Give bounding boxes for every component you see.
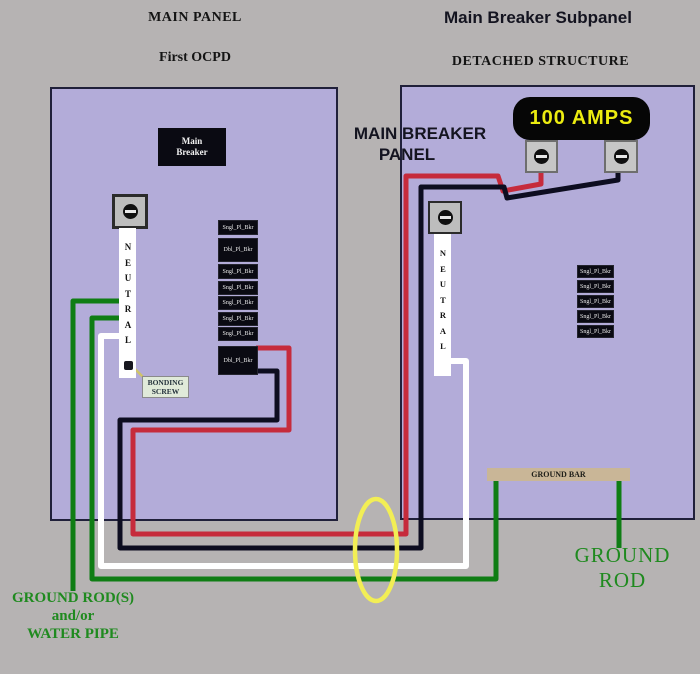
main-panel-neutral-bar [119,228,136,378]
main-panel-neutral-label: NEUTRAL [124,242,132,345]
ground-rods-label-line1: GROUND ROD(S) [11,590,135,606]
ground-bar: GROUND BAR [487,468,630,481]
screw-icon [613,149,629,164]
amps-rating-box: 100 AMPS [513,97,650,140]
screw-icon [122,204,138,219]
ground-wire-bonding [89,315,499,582]
breaker-slot: Sngl_Pl_Bkr [218,296,258,310]
screw-icon [437,210,453,225]
ground-rods-label-line3: WATER PIPE [27,626,119,642]
breaker-slot: Sngl_Pl_Bkr [577,310,614,323]
main-panel-lug [112,194,148,229]
feed-lug-black [604,140,638,173]
bonding-screw-label: BONDING SCREW [142,376,189,398]
breaker-slot: Sngl_Pl_Bkr [577,325,614,338]
ground-wire-rod-left [70,298,120,591]
subpanel-title: Main Breaker Subpanel [443,8,632,27]
main-breaker-box: Main Breaker [158,128,226,166]
breaker-slot: Sngl_Pl_Bkr [218,281,258,295]
breaker-slot: Sngl_Pl_Bkr [218,312,258,326]
subpanel-subtitle: DETACHED STRUCTURE [451,54,630,69]
highlight-ellipse [352,496,400,604]
breaker-slot: Dbl_Pl_Bkr [218,238,258,262]
breaker-slot: Sngl_Pl_Bkr [577,295,614,308]
breaker-slot: Sngl_Pl_Bkr [577,265,614,278]
subpanel-neutral-bar [434,234,451,376]
main-panel-subtitle: First OCPD [159,50,231,65]
subpanel-neutral-label: NEUTRAL [439,248,447,351]
ground-rod-label: GROUND ROD [574,543,671,592]
main-panel-title: MAIN PANEL [148,10,242,25]
feed-lug-red [525,140,558,173]
red-hot-wire [130,169,544,537]
screw-icon [534,149,549,164]
ground-rods-water-pipe-label: GROUND ROD(S) and/or WATER PIPE [0,589,146,643]
breaker-slot: Sngl_Pl_Bkr [218,264,258,279]
neutral-wire [98,333,469,569]
breaker-slot: Sngl_Pl_Bkr [218,327,258,341]
main-breaker-panel-label-line1: MAIN BREAKER [353,124,487,143]
breaker-slot: Dbl_Pl_Bkr [218,346,258,375]
black-hot-wire [117,168,621,551]
main-breaker-box-line2: Breaker [176,147,208,157]
ground-rods-label-line2: and/or [51,608,95,624]
main-breaker-box-line1: Main [181,136,203,146]
bonding-screw-label-line1: BONDING [147,378,184,387]
main-breaker-panel-label: MAIN BREAKER PANEL [347,123,493,165]
main-breaker-panel-label-line2: PANEL [378,145,436,164]
bonding-screw-icon [124,361,133,370]
breaker-slot: Sngl_Pl_Bkr [577,280,614,293]
subpanel-lug [428,201,462,234]
amps-rating-text: 100 AMPS [529,107,634,129]
bonding-screw-label-line2: SCREW [151,387,180,396]
breaker-slot: Sngl_Pl_Bkr [218,220,258,235]
